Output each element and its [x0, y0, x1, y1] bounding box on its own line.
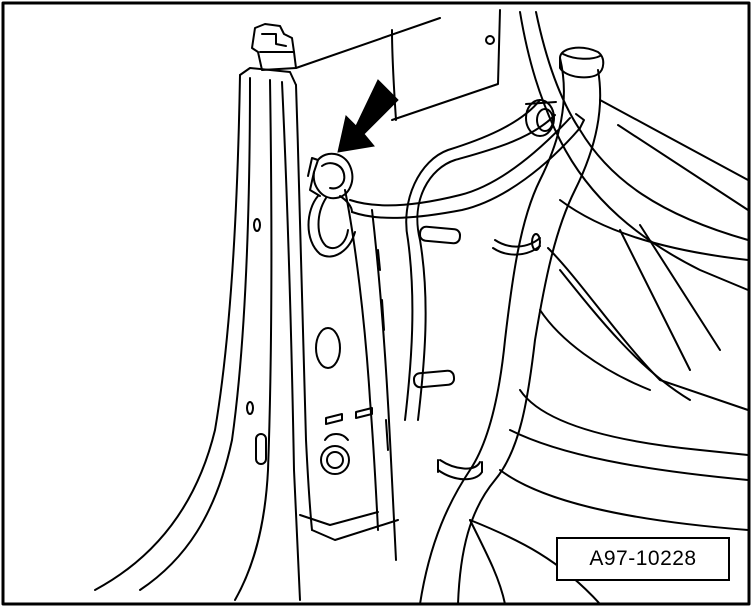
arrow-pointer-icon: [337, 79, 399, 153]
top-clip: [251, 23, 297, 71]
figure-reference-label: A97-10228: [556, 537, 730, 581]
grommet: [525, 99, 555, 137]
floor-structure: [469, 11, 749, 605]
connector-socket: [307, 152, 356, 258]
panel-hole: [315, 327, 341, 369]
figure-reference-code: A97-10228: [589, 547, 697, 570]
pillar: [94, 23, 313, 601]
hose-small: [349, 99, 585, 421]
hose-large: [419, 46, 605, 605]
inner-panel: [295, 9, 501, 561]
